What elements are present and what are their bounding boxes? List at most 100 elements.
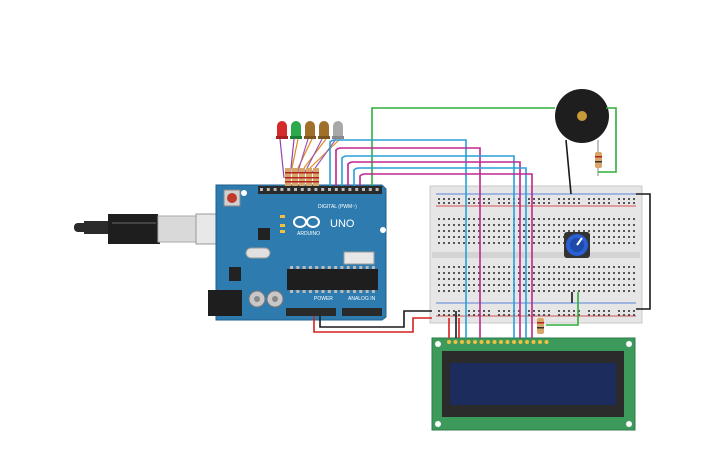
breadboard-hole[interactable] [588,230,590,232]
breadboard-hole[interactable] [538,236,540,238]
breadboard-hole[interactable] [568,218,570,220]
breadboard-hole[interactable] [518,230,520,232]
breadboard-hole[interactable] [548,218,550,220]
digital-pin[interactable] [341,188,345,191]
breadboard-hole[interactable] [498,242,500,244]
breadboard-hole[interactable] [618,230,620,232]
breadboard-rail-hole[interactable] [593,198,595,200]
breadboard-hole[interactable] [498,236,500,238]
breadboard-hole[interactable] [473,230,475,232]
breadboard-rail-hole[interactable] [618,202,620,204]
breadboard-rail-hole[interactable] [448,198,450,200]
breadboard-hole[interactable] [578,266,580,268]
breadboard-rail-hole[interactable] [563,310,565,312]
breadboard-hole[interactable] [588,278,590,280]
breadboard-hole[interactable] [443,272,445,274]
lcd-pin[interactable] [531,340,536,344]
breadboard-rail-hole[interactable] [508,202,510,204]
breadboard-hole[interactable] [593,272,595,274]
breadboard-hole[interactable] [463,278,465,280]
breadboard-hole[interactable] [493,290,495,292]
led-gray[interactable] [332,121,344,139]
breadboard-hole[interactable] [448,266,450,268]
breadboard-hole[interactable] [613,230,615,232]
breadboard-hole[interactable] [533,278,535,280]
breadboard-hole[interactable] [488,224,490,226]
breadboard-hole[interactable] [563,224,565,226]
digital-pin[interactable] [355,188,359,191]
breadboard-hole[interactable] [508,224,510,226]
breadboard-rail-hole[interactable] [543,198,545,200]
breadboard-hole[interactable] [533,284,535,286]
breadboard-hole[interactable] [593,224,595,226]
breadboard-hole[interactable] [598,224,600,226]
breadboard-hole[interactable] [543,278,545,280]
breadboard-hole[interactable] [448,236,450,238]
lcd-pin[interactable] [453,340,458,344]
breadboard-hole[interactable] [523,224,525,226]
breadboard-hole[interactable] [463,290,465,292]
breadboard-rail-hole[interactable] [538,202,540,204]
digital-pin[interactable] [334,188,338,191]
breadboard-rail-hole[interactable] [538,198,540,200]
breadboard-hole[interactable] [448,284,450,286]
breadboard-rail-hole[interactable] [528,198,530,200]
breadboard-hole[interactable] [623,284,625,286]
breadboard-hole[interactable] [453,266,455,268]
breadboard-rail-hole[interactable] [448,310,450,312]
breadboard-hole[interactable] [603,236,605,238]
breadboard-rail-hole[interactable] [483,198,485,200]
breadboard-rail-hole[interactable] [603,314,605,316]
breadboard-rail-hole[interactable] [588,314,590,316]
breadboard-rail-hole[interactable] [443,198,445,200]
breadboard-hole[interactable] [633,218,635,220]
breadboard-hole[interactable] [603,266,605,268]
breadboard-hole[interactable] [473,242,475,244]
breadboard-hole[interactable] [623,224,625,226]
breadboard-hole[interactable] [578,224,580,226]
breadboard-rail-hole[interactable] [528,314,530,316]
breadboard-hole[interactable] [568,266,570,268]
breadboard-hole[interactable] [508,242,510,244]
breadboard-rail-hole[interactable] [608,202,610,204]
breadboard-rail-hole[interactable] [543,310,545,312]
breadboard-hole[interactable] [543,230,545,232]
breadboard-hole[interactable] [623,290,625,292]
lcd-pin[interactable] [492,340,497,344]
breadboard-rail-hole[interactable] [588,198,590,200]
breadboard-hole[interactable] [563,278,565,280]
breadboard-rail-hole[interactable] [508,314,510,316]
digital-pin[interactable] [362,188,365,191]
breadboard-hole[interactable] [518,242,520,244]
breadboard-rail-hole[interactable] [593,314,595,316]
digital-pin[interactable] [307,188,311,191]
breadboard-hole[interactable] [518,284,520,286]
breadboard-rail-hole[interactable] [603,198,605,200]
breadboard-hole[interactable] [493,272,495,274]
breadboard-hole[interactable] [633,266,635,268]
lcd-pin[interactable] [518,340,523,344]
breadboard-rail-hole[interactable] [448,202,450,204]
breadboard-rail-hole[interactable] [588,202,590,204]
breadboard-rail-hole[interactable] [618,198,620,200]
digital-pin[interactable] [348,188,352,191]
breadboard-hole[interactable] [618,236,620,238]
breadboard-hole[interactable] [568,224,570,226]
breadboard-hole[interactable] [458,278,460,280]
lcd-pin[interactable] [447,340,451,344]
breadboard-hole[interactable] [533,230,535,232]
lcd-pin[interactable] [525,340,529,344]
lcd-pin[interactable] [473,340,477,344]
breadboard-rail-hole[interactable] [483,202,485,204]
breadboard-hole[interactable] [608,284,610,286]
breadboard-rail-hole[interactable] [563,198,565,200]
breadboard-hole[interactable] [468,290,470,292]
breadboard-rail-hole[interactable] [473,314,475,316]
breadboard-hole[interactable] [448,224,450,226]
breadboard-rail-hole[interactable] [628,310,630,312]
breadboard-hole[interactable] [593,242,595,244]
breadboard-hole[interactable] [538,266,540,268]
breadboard-hole[interactable] [603,278,605,280]
breadboard-hole[interactable] [613,224,615,226]
breadboard-hole[interactable] [603,218,605,220]
